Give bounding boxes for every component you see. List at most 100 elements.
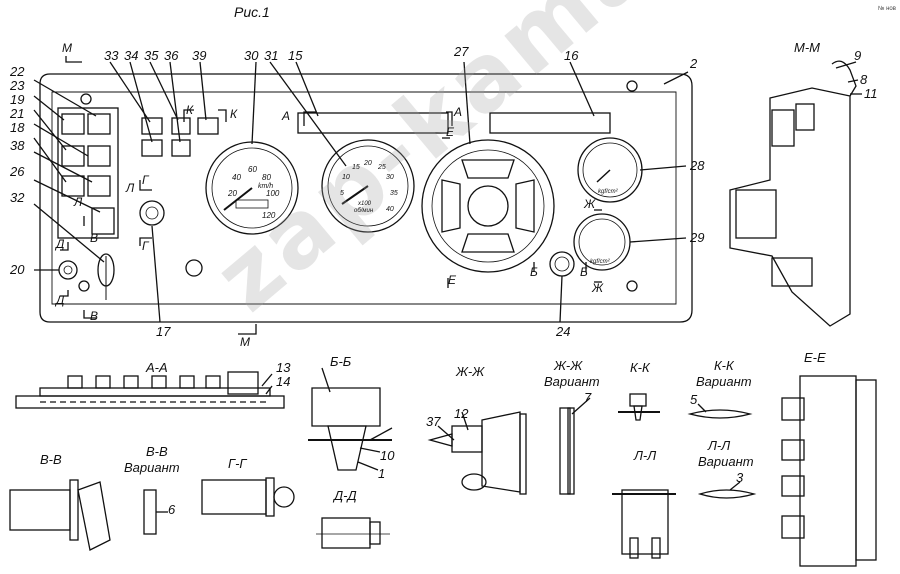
switch-23 — [87, 113, 111, 135]
view-title-ll-var-word: Вариант — [698, 454, 754, 469]
view-title-ll-var: Л-Л — [708, 438, 731, 453]
switch-38 — [61, 175, 85, 197]
mark-e-top: Е — [446, 125, 455, 139]
view-title-mm: М-М — [794, 40, 820, 55]
switch-21 — [61, 145, 85, 167]
mark-l-bottom: Л — [74, 195, 83, 209]
callout-28: 28 — [690, 158, 705, 173]
mark-m-bottom: М — [240, 335, 250, 349]
switch-17 — [139, 200, 165, 226]
view-ll — [621, 489, 669, 555]
speedometer-inner — [211, 147, 293, 229]
view-title-gg: Г-Г — [228, 456, 247, 471]
mark-l-top: Л — [126, 181, 135, 195]
callout-8: 8 — [860, 72, 868, 87]
callout-15: 15 — [288, 48, 303, 63]
tacho-tick-20: 20 — [364, 160, 372, 167]
tachometer-inner — [327, 145, 409, 227]
callout-24: 24 — [556, 324, 571, 339]
callout-39: 39 — [192, 48, 207, 63]
gauge-29-unit: kgf/cm² — [590, 259, 610, 265]
view-title-zhzh-var: Ж-Ж — [554, 358, 583, 373]
callout-17: 17 — [156, 324, 171, 339]
mark-zh-bottom: Ж — [592, 281, 604, 295]
view-gg — [201, 479, 267, 515]
callout-29: 29 — [690, 230, 705, 245]
tacho-tick-5: 5 — [340, 190, 344, 197]
knob-bottom — [185, 259, 203, 277]
speedo-tick-80: 80 — [262, 173, 271, 182]
callout-20: 20 — [10, 262, 25, 277]
knob-20 — [58, 260, 78, 280]
switch-39 — [197, 117, 219, 135]
knob-20-inner — [63, 265, 73, 275]
speedo-tick-100: 100 — [266, 189, 280, 198]
view-title-aa: А-А — [146, 360, 168, 375]
speedo-tick-20: 20 — [228, 189, 237, 198]
figure-title: Рис.1 — [234, 4, 270, 20]
view-title-kk-var-word: Вариант — [696, 374, 752, 389]
tacho-tick-40: 40 — [386, 206, 394, 213]
mark-a-right: А — [454, 105, 463, 119]
speedo-tick-60: 60 — [248, 165, 257, 174]
callout-7: 7 — [584, 390, 592, 405]
view-dd — [321, 517, 371, 549]
speedo-unit: km/h — [258, 183, 274, 190]
tachometer-outer — [321, 139, 415, 233]
view-zhzh-variant — [559, 407, 571, 495]
switch-22 — [61, 113, 85, 135]
view-mm-body — [729, 87, 851, 327]
callout-11: 11 — [864, 86, 878, 101]
callout-33: 33 — [104, 48, 119, 63]
view-ll-variant — [697, 489, 757, 499]
callout-37: 37 — [426, 414, 441, 429]
callout-35: 35 — [144, 48, 159, 63]
callout-31: 31 — [264, 48, 279, 63]
combo-gauge-bottom — [461, 233, 515, 253]
callout-27: 27 — [454, 44, 469, 59]
view-title-ee: Е-Е — [804, 350, 826, 365]
speedometer-needle — [223, 187, 253, 211]
mark-k-left: К — [186, 103, 194, 117]
view-vv — [9, 489, 71, 531]
switch-block — [57, 107, 119, 239]
view-title-vv: В-В — [40, 452, 62, 467]
view-title-bb: Б-Б — [330, 354, 352, 369]
combo-gauge-top — [461, 159, 515, 179]
gauge-29-inner — [578, 218, 626, 266]
speedo-tick-120: 120 — [262, 211, 276, 220]
tacho-tick-15: 15 — [352, 164, 360, 171]
mark-zh-top: Ж — [584, 197, 596, 211]
callout-22: 22 — [10, 64, 25, 79]
view-title-vv-var: В-В — [146, 444, 168, 459]
tacho-tick-25: 25 — [378, 164, 386, 171]
gauge-28-needle — [596, 169, 611, 183]
switch-26 — [87, 175, 111, 197]
switch-35 — [171, 117, 191, 135]
view-title-kk-var: К-К — [714, 358, 734, 373]
mark-v-top: В — [90, 231, 99, 245]
mark-m-top: М — [62, 41, 72, 55]
callout-2: 2 — [690, 56, 698, 71]
switch-33 — [141, 117, 163, 135]
callout-9: 9 — [854, 48, 862, 63]
mark-b-left: Б — [530, 265, 538, 279]
switch-32 — [91, 207, 115, 235]
view-title-zhzh: Ж-Ж — [456, 364, 485, 379]
lamp-24 — [549, 251, 575, 277]
callout-23: 23 — [10, 78, 25, 93]
tacho-tick-35: 35 — [390, 190, 398, 197]
mark-e-bottom: Е — [448, 273, 457, 287]
callout-34: 34 — [124, 48, 139, 63]
mark-v-bottom: В — [90, 309, 99, 323]
panel-outline — [39, 73, 693, 323]
lamp-row-e — [489, 112, 611, 134]
callout-1: 1 — [378, 466, 386, 481]
mark-d-bottom: Д — [56, 293, 65, 307]
corner-mark: № нов — [878, 6, 896, 12]
callout-5: 5 — [690, 392, 698, 407]
odometer — [235, 199, 269, 209]
mark-g-bottom: Г — [142, 239, 149, 253]
view-title-kk: К-К — [630, 360, 650, 375]
callout-12: 12 — [454, 406, 469, 421]
